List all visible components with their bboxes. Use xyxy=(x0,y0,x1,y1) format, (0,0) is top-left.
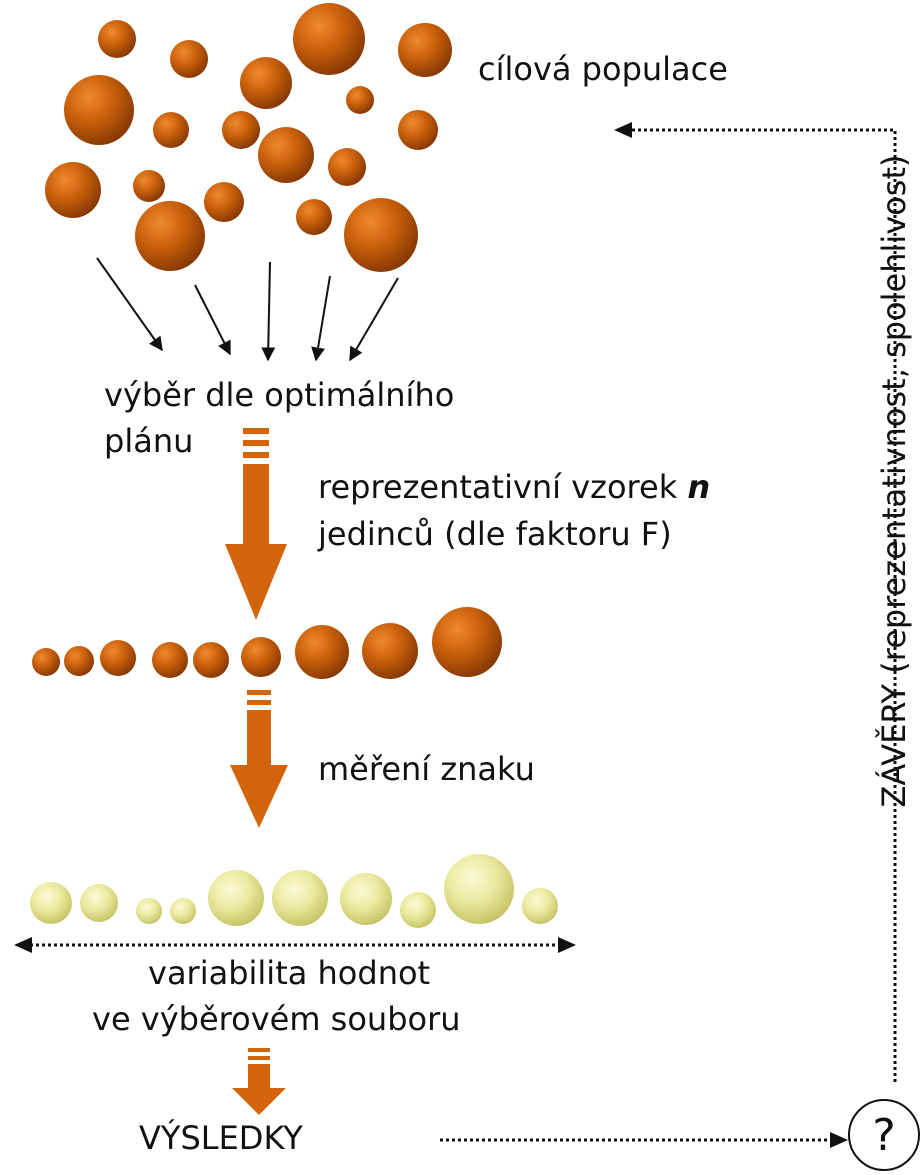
selection-label: výběr dle optimálního xyxy=(104,376,455,414)
variability-label-cont: ve výběrovém souboru xyxy=(92,1000,461,1038)
flow-arrow-icon xyxy=(225,428,287,620)
population-ball xyxy=(135,201,205,271)
population-ball xyxy=(398,23,452,77)
results-to-question-arrow-icon xyxy=(440,1132,848,1148)
conclusions-label: ZÁVĚRY (reprezentativnost, spolehlivost) xyxy=(875,154,913,808)
flow-arrow-icon xyxy=(232,1048,286,1115)
population-ball xyxy=(258,127,314,183)
sample-ball xyxy=(295,625,349,679)
population-ball xyxy=(296,199,332,235)
sample-ball xyxy=(64,646,94,676)
question-circle-icon: ? xyxy=(848,1099,920,1171)
sample-ball xyxy=(32,648,60,676)
measured-ball xyxy=(444,854,514,924)
population-ball xyxy=(204,182,244,222)
measured-ball xyxy=(170,898,196,924)
population-ball xyxy=(240,57,292,109)
measured-ball xyxy=(30,882,72,924)
population-ball xyxy=(398,110,438,150)
sample-ball xyxy=(362,623,418,679)
measured-ball xyxy=(340,873,392,925)
measured-ball xyxy=(272,870,328,926)
variability-label: variabilita hodnot xyxy=(148,954,431,992)
measured-ball xyxy=(400,892,436,928)
selection-arrow-icon xyxy=(349,277,399,362)
population-ball xyxy=(64,75,134,145)
population-ball xyxy=(170,40,208,78)
sample-size-symbol: n xyxy=(687,468,711,506)
population-ball xyxy=(45,162,101,218)
sample-ball xyxy=(432,607,502,677)
results-label: VÝSLEDKY xyxy=(139,1119,303,1157)
sample-ball xyxy=(193,642,229,678)
population-ball xyxy=(222,111,260,149)
population-ball xyxy=(133,170,165,202)
selection-arrow-icon xyxy=(311,275,331,362)
question-mark-text: ? xyxy=(872,1109,896,1161)
population-ball xyxy=(153,112,189,148)
feedback-arrow-icon xyxy=(614,122,897,1082)
selection-arrow-icon xyxy=(194,284,231,356)
measured-ball xyxy=(136,898,162,924)
measurement-label: měření znaku xyxy=(318,750,535,788)
variability-double-arrow-icon xyxy=(14,937,576,953)
population-ball xyxy=(328,148,366,186)
measured-ball xyxy=(208,870,264,926)
population-ball xyxy=(344,198,418,272)
selection-label-cont: plánu xyxy=(104,422,194,460)
selection-arrow-icon xyxy=(96,257,163,352)
population-ball xyxy=(98,20,136,58)
population-ball xyxy=(346,86,374,114)
sample-ball xyxy=(100,640,136,676)
sample-description-cont: jedinců (dle faktoru F) xyxy=(318,515,672,553)
selection-arrow-icon xyxy=(261,261,276,362)
sample-ball xyxy=(241,637,281,677)
sample-ball xyxy=(152,642,188,678)
target-population-label: cílová populace xyxy=(478,50,728,88)
measured-ball xyxy=(80,884,118,922)
sample-description-text: reprezentativní vzorek xyxy=(318,468,678,506)
measured-ball xyxy=(522,888,558,924)
flow-arrow-icon xyxy=(230,690,288,828)
population-ball xyxy=(293,3,365,75)
sample-description: reprezentativní vzorek n xyxy=(318,466,710,508)
